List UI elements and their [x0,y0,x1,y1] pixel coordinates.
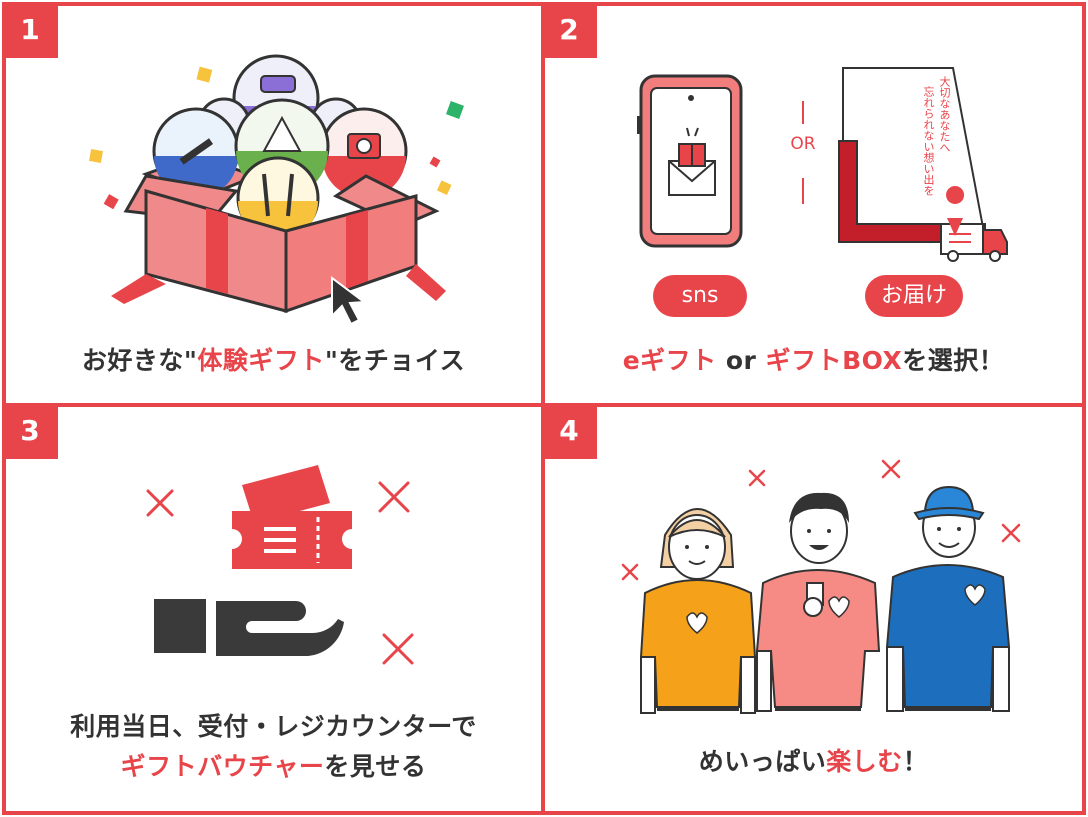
step-3-caption: 利用当日、受付・レジカウンターで ギフトバウチャーを見せる [6,707,541,787]
caption-text: めいっぱい [698,747,827,776]
delivery-options-illustration [637,67,1008,262]
person-orange [639,508,757,714]
caption-highlight: ギフトBOX [765,346,903,375]
step-number-badge: 1 [2,2,58,58]
caption-text: を見せる [324,752,427,781]
email-gift-icon [668,127,716,196]
step-2-caption: eギフト or ギフトBOXを選択！ [545,342,1082,380]
caption-text: を選択！ [902,346,1005,375]
step-1-caption: お好きな"体験ギフト"をチョイス [6,342,541,380]
person-pink [755,492,881,712]
caption-highlight: eギフト [622,346,717,375]
box-message-line1: 大切なあなたへ [938,76,951,153]
person-blue [885,485,1011,712]
caption-text: "をチョイス [324,346,466,375]
voucher-illustration [146,465,414,665]
caption-text: ！ [902,747,929,776]
step-number-badge: 3 [2,403,58,459]
caption-text: or [716,346,766,375]
sns-pill: sns [653,275,747,317]
caption-text: お好きな" [81,346,198,375]
caption-highlight: ギフトバウチャー [120,752,325,781]
step-2-panel: 2 OR 大切なあなたへ 忘れられない想い出を sn [541,2,1086,407]
step-number-badge: 4 [541,403,597,459]
step-number-badge: 2 [541,2,597,58]
step-4-caption: めいっぱい楽しむ！ [545,743,1082,781]
step-3-panel: 3 利用当日、受付・レジカウンターで ギフトバウチャーを見せる [2,403,545,815]
gift-box-illustration [89,54,464,326]
caption-highlight: 楽しむ [826,747,903,776]
caption-line: ギフトバウチャーを見せる [6,747,541,787]
people-enjoying-illustration [621,459,1021,714]
caption-line: 利用当日、受付・レジカウンターで [70,712,477,741]
caption-highlight: 体験ギフト [197,346,325,375]
or-label: OR [790,134,816,154]
step-4-panel: 4 [541,403,1086,815]
step-1-panel: 1 [2,2,545,407]
delivery-pill: お届け [865,275,963,317]
box-message-line2: 忘れられない想い出を [922,86,935,196]
